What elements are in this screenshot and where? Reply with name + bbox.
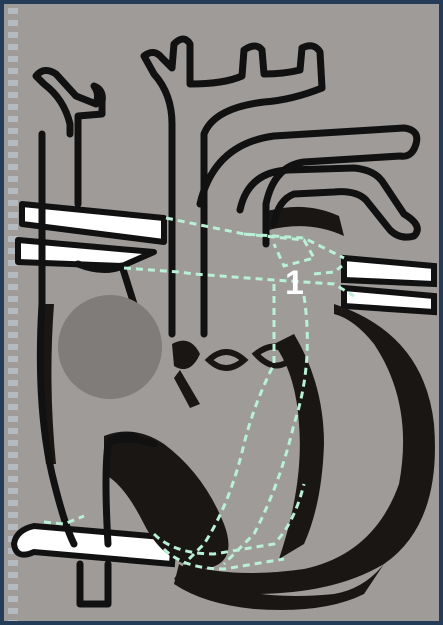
heart-diagram: [4, 4, 443, 625]
pulmonary-artery: [200, 128, 417, 244]
valve-left: [172, 341, 200, 369]
valve-stub: [174, 370, 200, 408]
marker-label: 1: [285, 266, 304, 300]
right-upper-white-vessel: [344, 258, 434, 284]
dashed-path-right-connector: [314, 266, 342, 274]
right-lower-white-vessel: [344, 288, 434, 312]
middle-left-white-vessel: [18, 240, 154, 266]
valves: [172, 341, 294, 408]
valve-center: [209, 352, 244, 368]
dashed-path-box: [244, 234, 314, 266]
round-mass: [58, 295, 162, 399]
